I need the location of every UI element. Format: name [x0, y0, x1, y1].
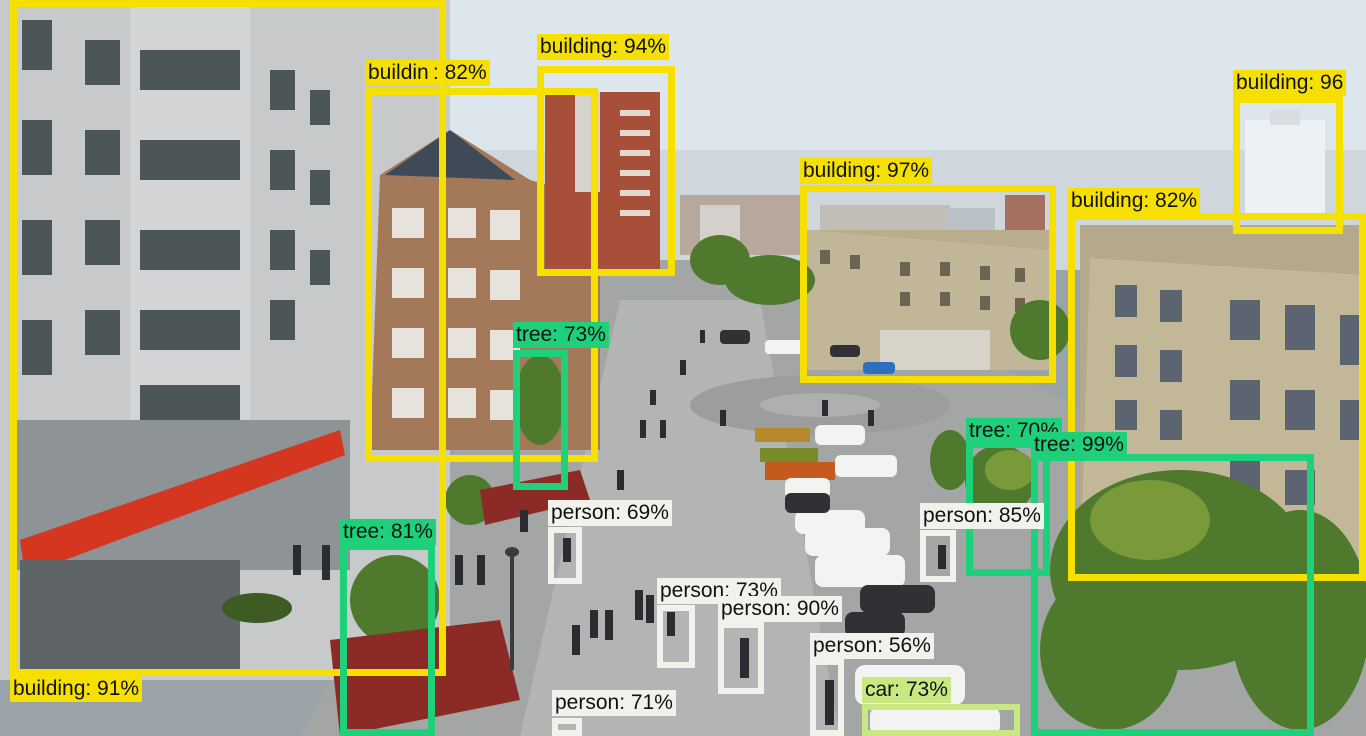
- person-detection-label: person: 85%: [920, 503, 1044, 529]
- person-detection-label: person: 69%: [548, 500, 672, 526]
- tree-detection-box: [1031, 454, 1314, 736]
- building-detection-label: building: 97%: [800, 158, 933, 184]
- building-detection-box: [10, 0, 446, 676]
- building-detection-label: building: 82%: [1068, 188, 1201, 214]
- building-detection-box: [1233, 96, 1343, 234]
- building-detection-label: building: 91%: [10, 676, 143, 702]
- tree-detection-box: [513, 350, 568, 490]
- tree-detection-label: tree: 81%: [340, 519, 436, 545]
- tree-detection-label: tree: 73%: [513, 322, 609, 348]
- person-detection-box: [810, 659, 844, 736]
- building-detection-box: [1068, 213, 1366, 581]
- building-detection-box: [537, 66, 675, 276]
- car-detection-box: [862, 704, 1020, 736]
- car-detection-label: car: 73%: [862, 677, 951, 703]
- tree-detection-label: tree: 99%: [1031, 432, 1127, 458]
- tree-detection-box: [340, 543, 435, 736]
- person-detection-box: [552, 718, 582, 736]
- building-detection-box: [800, 185, 1056, 383]
- person-detection-box: [548, 527, 582, 584]
- tree-detection-label: tree: 70%: [966, 418, 1062, 444]
- person-detection-label: person: 56%: [810, 633, 934, 659]
- building-detection-label: buildin : 82%: [365, 60, 490, 86]
- person-detection-box: [657, 605, 695, 668]
- person-detection-box: [718, 622, 764, 694]
- building-detection-label: building: 96: [1233, 70, 1347, 96]
- person-detection-label: person: 71%: [552, 690, 676, 716]
- person-detection-label: person: 90%: [718, 596, 842, 622]
- person-detection-box: [920, 530, 956, 582]
- building-detection-label: building: 94%: [537, 34, 670, 60]
